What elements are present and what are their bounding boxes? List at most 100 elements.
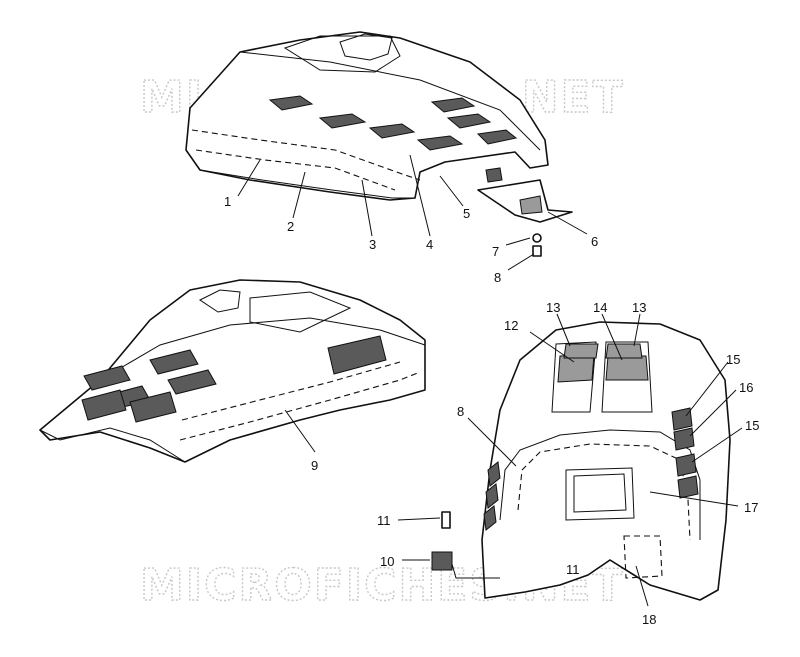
hood-top-shell: [185, 31, 549, 201]
callout-8a: 8: [494, 270, 501, 285]
hood-top-decal-line: [191, 129, 421, 181]
left-vent-2: [149, 349, 199, 375]
left-side-vent-2: [485, 483, 499, 509]
hood-top-decal-line-2: [195, 149, 396, 191]
callout-11b: 11: [566, 562, 580, 577]
right-vent-1: [671, 407, 693, 431]
callout-11a: 11: [377, 513, 391, 528]
leader-17: [649, 491, 739, 507]
leader-2: [292, 171, 306, 219]
decal-part-14: [605, 355, 649, 381]
left-side-vent-3: [483, 505, 497, 531]
leader-18: [635, 565, 649, 607]
leader-4: [409, 154, 431, 237]
hood-right-window-inner: [573, 473, 627, 513]
callout-7: 7: [492, 244, 499, 259]
vent-4: [430, 97, 476, 113]
callout-13b: 13: [632, 300, 646, 315]
leader-7: [505, 237, 531, 246]
hood-top-vents: [268, 95, 518, 183]
leader-11a: [397, 517, 441, 521]
hood-right-window: [565, 467, 635, 521]
callout-17: 17: [744, 500, 758, 515]
leader-16: [689, 389, 737, 437]
vent-1: [268, 95, 314, 111]
vent-6: [416, 135, 464, 151]
decal-part-13a: [563, 343, 599, 359]
hood-top-hatch: [339, 33, 393, 61]
callout-15a: 15: [726, 352, 740, 367]
washer-part-7: [532, 233, 542, 243]
leader-5: [439, 175, 464, 207]
callout-8b: 8: [457, 404, 464, 419]
callout-9: 9: [311, 458, 318, 473]
leader-3: [361, 179, 373, 237]
bracket-part-6-pad: [519, 195, 543, 215]
callout-labels: 1 2 3 4 5 6 7 8 9 12 13 14 13 15 16 8 15…: [224, 194, 759, 627]
vent-7: [476, 129, 518, 145]
callout-3: 3: [369, 237, 376, 252]
hood-right-top-openings: [551, 341, 653, 413]
right-vent-2: [673, 427, 695, 451]
left-side-vent-1: [487, 461, 501, 487]
callout-2: 2: [287, 219, 294, 234]
hood-left-decal-line: [179, 371, 421, 441]
hood-right-inner-arch: [499, 429, 701, 540]
vent-8: [485, 167, 503, 183]
leader-14: [601, 313, 623, 361]
hood-left-bumper: [39, 427, 186, 463]
right-vent-4: [677, 475, 699, 499]
callout-12: 12: [504, 318, 518, 333]
callout-4: 4: [426, 237, 433, 252]
hood-left-vents: [81, 335, 387, 423]
leader-13b: [633, 313, 641, 347]
pad-part-18: [623, 535, 663, 579]
vent-3: [368, 123, 416, 139]
leader-8b: [467, 417, 517, 467]
callout-10: 10: [380, 554, 394, 569]
callout-16: 16: [739, 380, 753, 395]
callout-18: 18: [642, 612, 656, 627]
callout-13a: 13: [546, 300, 560, 315]
leader-15b: [691, 427, 743, 463]
hood-top-vent-opening: [283, 35, 401, 73]
leader-1: [237, 159, 261, 197]
hood-left-ridge: [99, 317, 426, 381]
decal-part-13b: [605, 343, 643, 359]
leader-6: [547, 211, 588, 235]
hood-right-bottom-edge: [484, 559, 719, 601]
left-vent-4: [167, 369, 217, 395]
rivet-part-11: [441, 511, 451, 529]
hood-top-assembly: [185, 31, 573, 257]
left-vent-5: [81, 389, 127, 421]
callout-5: 5: [463, 206, 470, 221]
leader-12: [529, 331, 575, 363]
hood-left-vent-frame: [249, 291, 352, 333]
hood-right-side-vents: [483, 407, 699, 531]
leader-9: [284, 409, 316, 453]
leader-lines: [237, 154, 743, 607]
hood-left-hatch: [199, 289, 241, 313]
leader-8a: [507, 253, 535, 271]
grommet-part-10: [431, 551, 453, 571]
left-vent-6: [129, 391, 177, 423]
left-vent-7: [327, 335, 387, 375]
vent-2: [318, 113, 367, 129]
callout-1: 1: [224, 194, 231, 209]
leader-13a: [556, 313, 571, 347]
leader-15a: [685, 361, 729, 417]
left-vent-1: [83, 365, 131, 391]
vent-5: [446, 113, 492, 129]
screw-part-8-top: [532, 245, 542, 257]
right-vent-3: [675, 453, 697, 477]
part-10-link: [451, 563, 500, 579]
hood-left-decal-line-2: [181, 361, 401, 421]
hood-top-lower-edge: [199, 169, 415, 199]
callout-14: 14: [593, 300, 607, 315]
callout-15b: 15: [745, 418, 759, 433]
hood-left-assembly: [39, 279, 426, 463]
callout-6: 6: [591, 234, 598, 249]
hood-top-ridge: [239, 51, 541, 151]
hood-right-assembly: [431, 321, 731, 601]
